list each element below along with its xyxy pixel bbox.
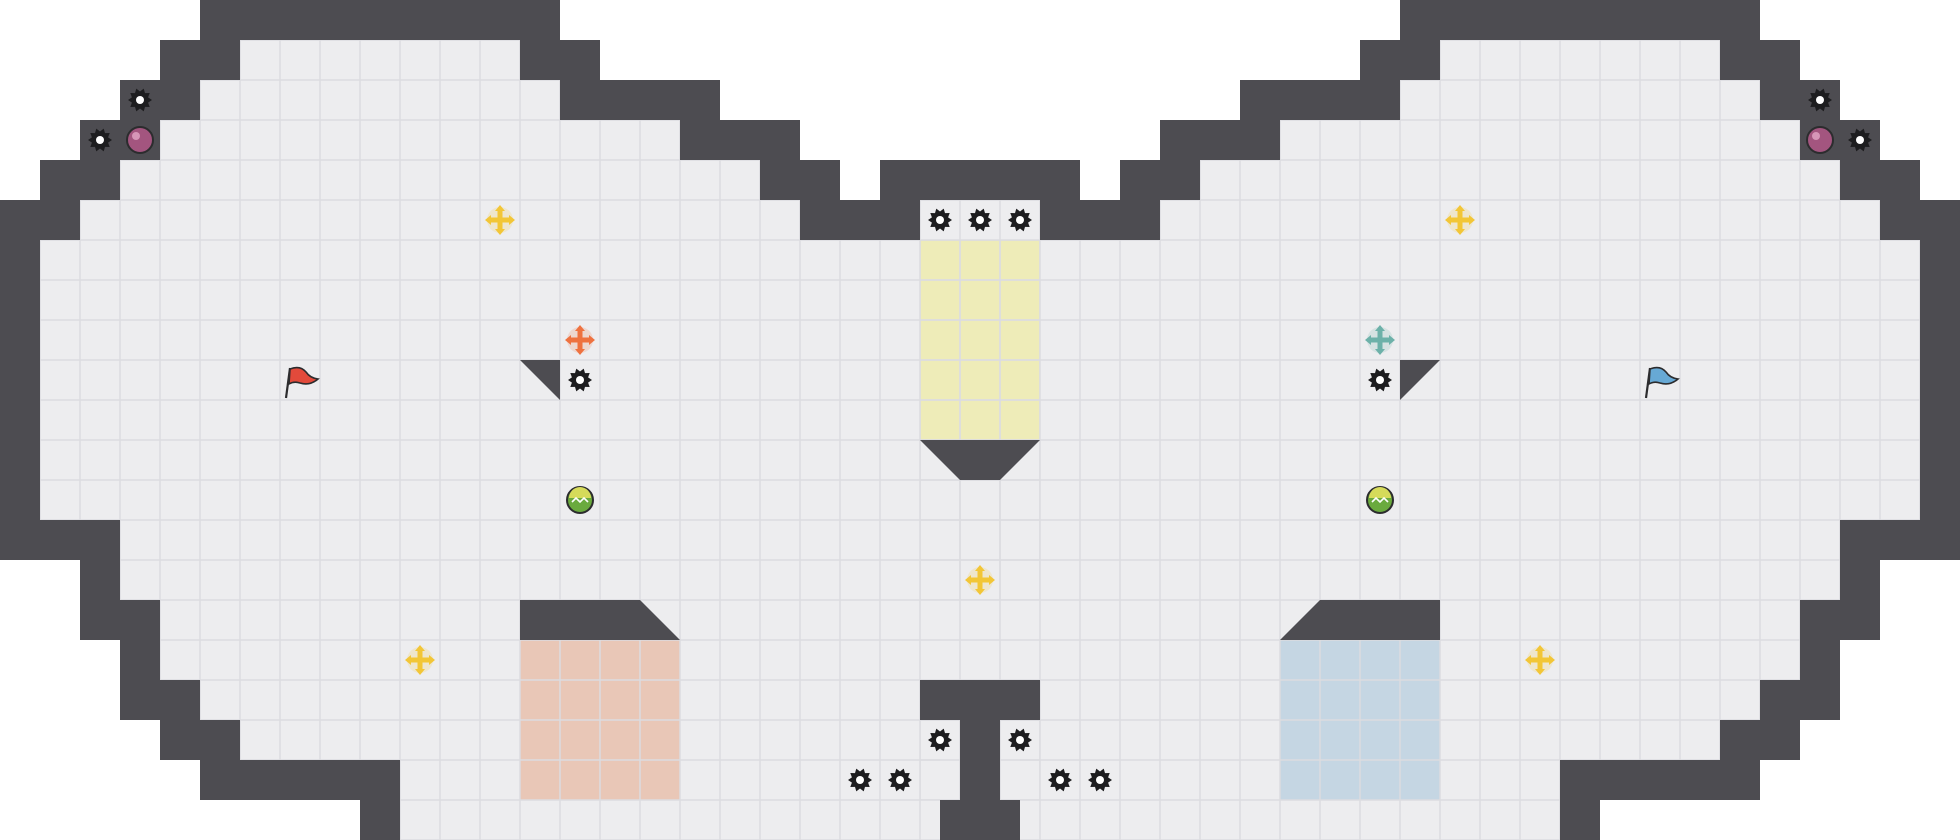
grid-overlay [160, 640, 920, 680]
grid-overlay [200, 80, 560, 120]
sawblade-icon [888, 768, 912, 792]
sawblade-icon [928, 208, 952, 232]
grid-overlay [1020, 680, 1760, 720]
grid-overlay [80, 200, 800, 240]
grid-overlay [1020, 720, 1720, 760]
arrows-cross-icon [405, 645, 435, 675]
sawblade-icon [1008, 208, 1032, 232]
grid-overlay [240, 40, 520, 80]
arrows-cross-icon [1445, 205, 1475, 235]
bottom-pillar [920, 680, 1040, 720]
grid-overlay [400, 800, 940, 840]
red-base-ledge [520, 600, 680, 640]
blue-base-ledge [1280, 600, 1440, 640]
grid-overlay [1020, 800, 1560, 840]
sawblade-icon [968, 208, 992, 232]
left-wedge [520, 360, 560, 400]
grid-overlay [1280, 120, 1800, 160]
wall-segment [880, 160, 1080, 200]
sawblade-icon [128, 88, 152, 112]
grid-overlay [200, 680, 940, 720]
arrows-cross-icon [485, 205, 515, 235]
grid-overlay [980, 240, 1920, 520]
bottom-pillar-stem [960, 720, 1000, 840]
orb-icon [1366, 486, 1394, 514]
grid-overlay [1400, 80, 1760, 120]
grid-overlay [980, 560, 1840, 600]
sawblade-icon [568, 368, 592, 392]
arrows-cross-icon [1365, 325, 1395, 355]
grid-overlay [1200, 160, 1840, 200]
sawblade-icon [88, 128, 112, 152]
grid-overlay [980, 520, 1840, 560]
arrows-cross-icon [1525, 645, 1555, 675]
sawblade-icon [1048, 768, 1072, 792]
floor-grid [40, 40, 1920, 840]
sawblade-icon [848, 768, 872, 792]
wall-blocks [520, 360, 1440, 840]
orb-icon [566, 486, 594, 514]
grid-overlay [120, 560, 980, 600]
sawblade-icon [1808, 88, 1832, 112]
sawblade-icon [1368, 368, 1392, 392]
sawblade-icon [1848, 128, 1872, 152]
items [88, 88, 1872, 792]
grid-overlay [1160, 200, 1880, 240]
center-funnel [920, 440, 1040, 480]
potion-icon [126, 126, 154, 154]
grid-overlay [1040, 640, 1800, 680]
grid-overlay [1440, 40, 1720, 80]
grid-overlay [240, 720, 940, 760]
grid-overlay [40, 240, 980, 520]
right-wedge [1400, 360, 1440, 400]
potion-icon [1806, 126, 1834, 154]
sawblade-icon [1088, 768, 1112, 792]
grid-overlay [120, 160, 760, 200]
sawblade-icon [928, 728, 952, 752]
flag-icon [284, 366, 320, 399]
arrows-cross-icon [965, 565, 995, 595]
grid-overlay [160, 120, 680, 160]
arrows-cross-icon [565, 325, 595, 355]
flag-icon [1644, 366, 1680, 399]
grid-overlay [120, 520, 980, 560]
sawblade-icon [1008, 728, 1032, 752]
